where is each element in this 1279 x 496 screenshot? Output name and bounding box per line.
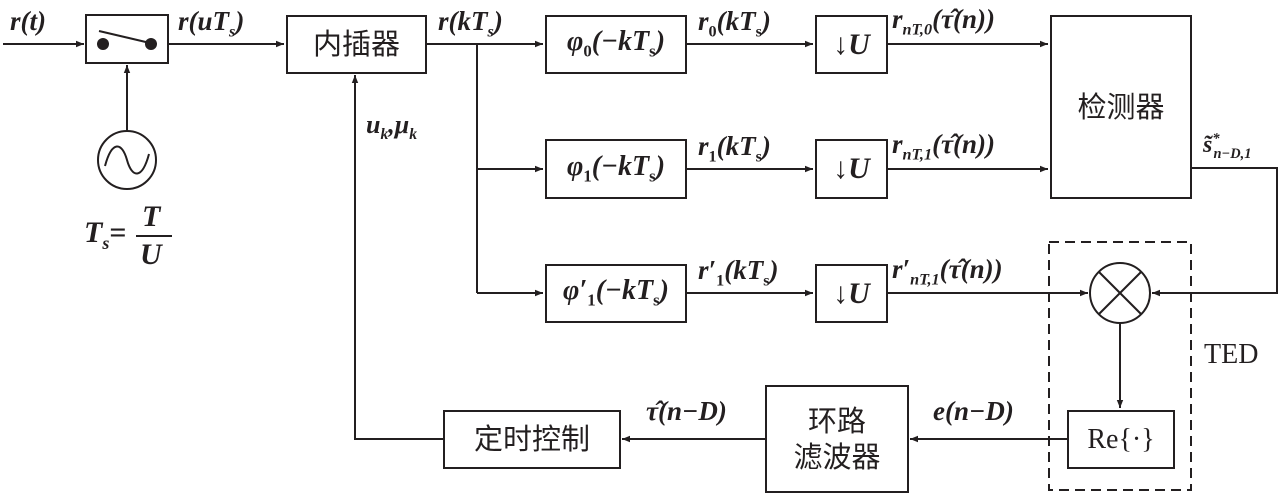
wire-detector-out [1152,167,1278,297]
filter-phi1-prime-block: φ′1(−kTs) [545,264,687,323]
label-rn1: rnT,1(τ̂(n)) [892,129,996,164]
label-tau-estimate: τ̂(n−D) [646,396,727,426]
down-arrow-icon: ↓ [833,276,849,310]
down-arrow-icon: ↓ [833,27,849,61]
label-detector-output: s̃*n−D,1 [1203,131,1252,162]
label-sampled-signal: r(uTs) [178,6,245,41]
label-ts-lhs: Ts= [84,216,127,253]
label-ts-denominator: U [140,238,162,271]
label-error: e(n−D) [933,396,1014,426]
label-interp-out: r(kTs) [438,6,503,41]
oscillator-circle [97,130,157,190]
label-ts-numerator: T [142,200,161,233]
downsample-block-1: ↓U [815,139,888,199]
filter-phi1-block: φ1(−kTs) [545,139,687,199]
down-arrow-icon: ↓ [833,152,849,185]
label-r1-prime: r′1(kTs) [698,255,779,290]
detector-block: 检测器 [1050,15,1192,199]
label-rn1-prime: r′nT,1(τ̂(n)) [892,254,1003,289]
sine-wave-icon [104,145,150,175]
ted-label: TED [1204,339,1259,370]
sampler-box [85,14,169,64]
label-rn0: rnT,0(τ̂(n)) [892,4,996,39]
loop-filter-block: 环路 滤波器 [765,385,909,493]
real-part-block: Re{·} [1067,410,1175,469]
multiplier-circle [1089,262,1151,324]
ted-dashed-boundary [1048,241,1192,491]
filter-phi0-block: φ0(−kTs) [545,15,687,74]
label-input-signal: r(t) [10,6,46,36]
downsample-block-1-prime: ↓U [815,264,888,323]
interpolator-block: 内插器 [286,15,427,74]
label-r0: r0(kTs) [698,6,771,41]
switch-lever-icon [98,30,151,44]
label-r1: r1(kTs) [698,131,771,166]
label-control: uk,μk [366,110,418,144]
timing-control-block: 定时控制 [443,410,621,469]
wire-feedback [351,75,443,440]
downsample-block-0: ↓U [815,15,888,74]
